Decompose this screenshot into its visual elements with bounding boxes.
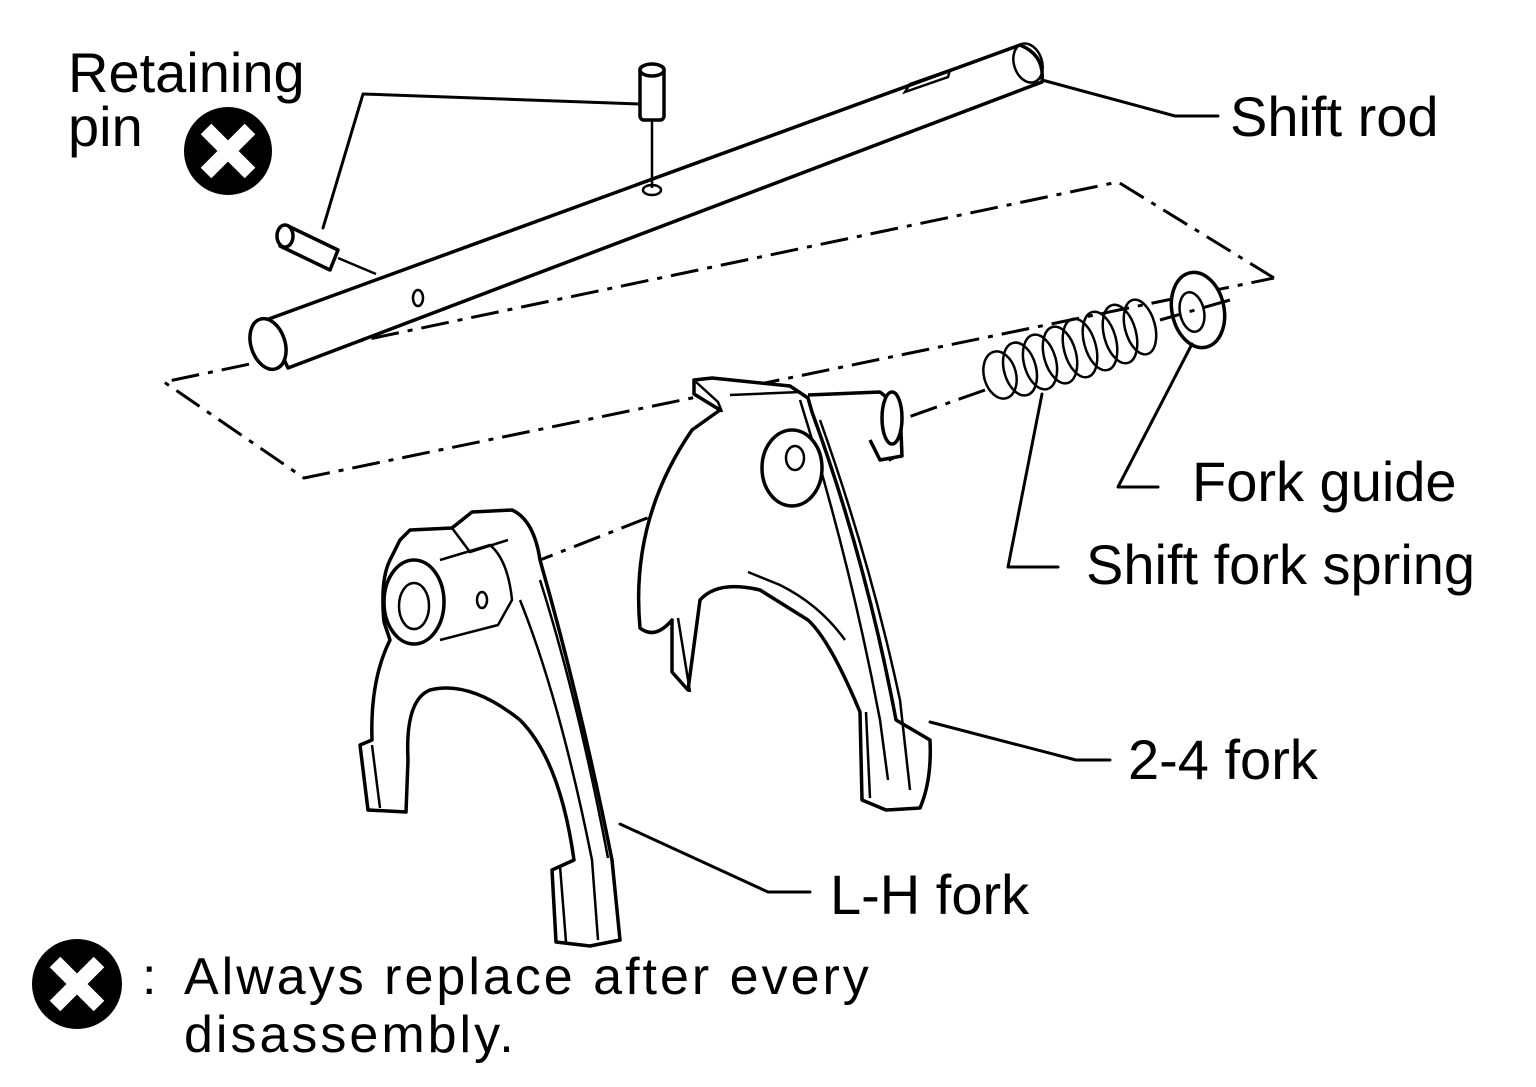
fork-guide <box>1169 270 1227 350</box>
shift-rod <box>248 42 1045 372</box>
legend-text-line2: disassembly. <box>184 1006 517 1064</box>
label-retaining-pin-line2: pin <box>68 95 143 158</box>
legend-separator: : <box>142 948 159 1006</box>
label-shift-fork-spring: Shift fork spring <box>1086 533 1475 596</box>
fork-2-4 <box>636 376 933 812</box>
fork-lh <box>358 508 622 948</box>
retaining-pin-vertical <box>638 62 666 188</box>
circle-x-icon <box>184 107 272 195</box>
retaining-pin-horizontal <box>275 223 377 276</box>
label-lh-fork: L-H fork <box>830 863 1030 926</box>
fork-axis-line <box>539 298 1231 562</box>
legend-circle-x-icon <box>32 939 122 1029</box>
leader-lines <box>321 78 1220 894</box>
label-2-4-fork: 2-4 fork <box>1128 728 1319 791</box>
legend-text-line1: Always replace after every <box>184 948 872 1006</box>
label-fork-guide: Fork guide <box>1192 450 1457 513</box>
assembly-plane <box>160 180 1275 480</box>
label-shift-rod: Shift rod <box>1230 85 1439 148</box>
shift-fork-spring <box>982 298 1158 400</box>
label-retaining-pin-line1: Retaining <box>68 41 305 104</box>
